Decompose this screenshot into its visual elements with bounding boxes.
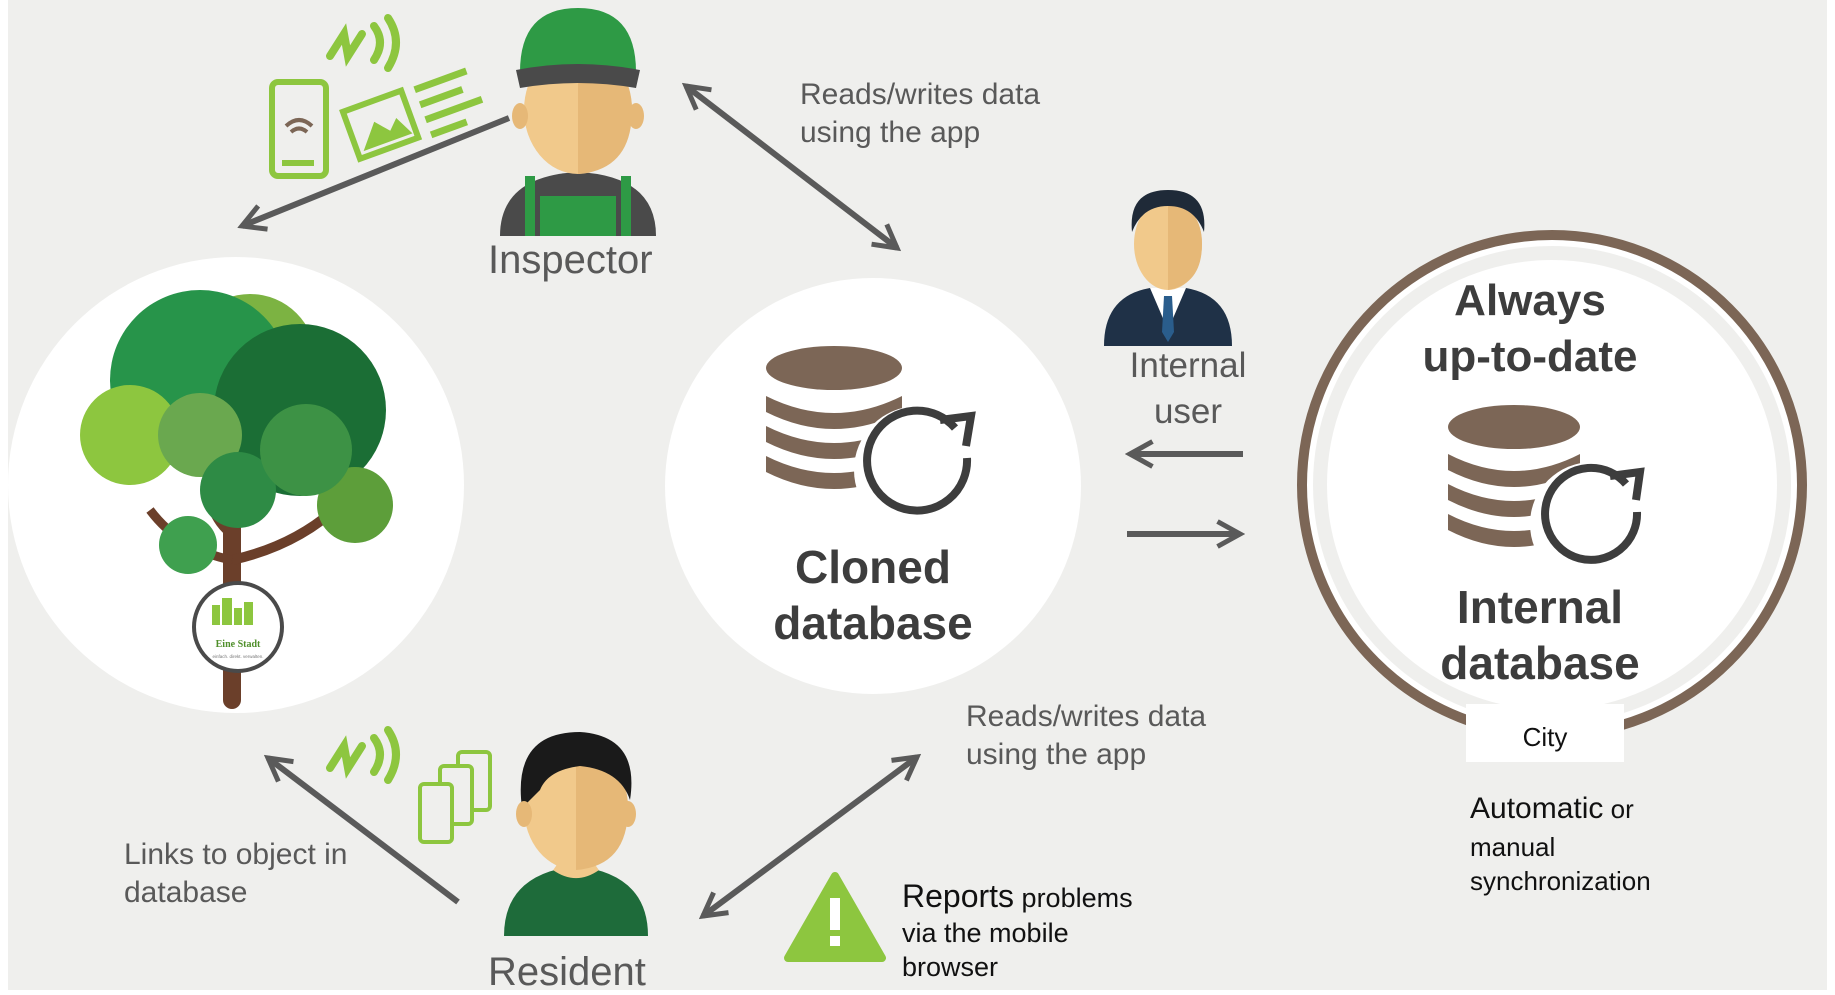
inspector-avatar — [500, 8, 656, 236]
internal-database-icon — [1448, 405, 1654, 586]
sign-tagline: einfach. direkt. verwalten. — [212, 654, 263, 659]
always-up-to-date-line1: Always — [1454, 276, 1606, 325]
sync-note-line3: synchronization — [1470, 866, 1651, 896]
links-flow-line2: database — [124, 876, 248, 909]
city-tab — [1466, 704, 1624, 762]
resident-flow-line2: using the app — [966, 738, 1147, 771]
inspector-db-arrow — [686, 86, 897, 248]
resident-icons — [326, 726, 492, 844]
inspector-icons — [269, 14, 484, 179]
inspector-to-tree-arrow — [242, 115, 511, 226]
inspector-label: Inspector — [488, 238, 653, 282]
cloned-database-icon — [766, 346, 982, 534]
smartphone-icon — [418, 750, 492, 844]
eine-stadt-sign: Eine Stadt einfach. direkt. verwalten. — [192, 581, 284, 673]
report-note-line3: browser — [902, 952, 999, 982]
links-flow-line1: Links to object in — [124, 838, 348, 871]
report-note-line1: Reports problems — [902, 878, 1133, 915]
nfc-signal-icon — [326, 14, 400, 72]
internal-database-node — [1297, 230, 1807, 762]
sign-name: Eine Stadt — [216, 639, 261, 650]
smartphone-icon — [269, 79, 329, 179]
arrows — [242, 86, 1243, 916]
report-note-word2: problems — [1014, 883, 1133, 913]
resident-flow-line1: Reads/writes data — [966, 700, 1207, 733]
internal-user-label-line1: Internal — [1129, 346, 1247, 385]
image-icon — [339, 86, 423, 163]
internal-database-title-line1: Internal — [1456, 581, 1624, 633]
internal-user-avatar — [1104, 190, 1232, 346]
sync-note-line2: manual — [1470, 832, 1556, 862]
text-lines-icon — [413, 67, 484, 139]
report-note-word1: Reports — [902, 878, 1015, 914]
resident-to-tree-arrow — [268, 758, 460, 905]
internal-database-title-line2: database — [1440, 637, 1640, 689]
cloned-database-title-line2: database — [773, 597, 973, 649]
sync-note-word2: or — [1603, 794, 1634, 824]
sync-note-line1: Automatic or — [1470, 792, 1634, 826]
tree-node: Eine Stadt einfach. direkt. verwalten. — [8, 257, 464, 713]
warning-triangle-icon — [784, 872, 886, 962]
report-note-line2: via the mobile — [902, 918, 1069, 948]
internal-user-label-line2: user — [1153, 392, 1223, 431]
resident-avatar — [504, 732, 648, 936]
resident-label: Resident — [488, 950, 646, 994]
cloned-database-node — [665, 278, 1081, 694]
inspector-flow-line2: using the app — [800, 116, 981, 149]
tree-icon — [80, 290, 393, 709]
inspector-flow-line1: Reads/writes data — [800, 78, 1041, 111]
nfc-signal-icon — [326, 726, 400, 784]
city-label: City — [1522, 722, 1568, 752]
always-up-to-date-line2: up-to-date — [1422, 332, 1638, 381]
cloned-database-title-line1: Cloned — [795, 541, 951, 593]
resident-db-arrow — [703, 757, 917, 916]
sync-note-word1: Automatic — [1470, 792, 1604, 825]
